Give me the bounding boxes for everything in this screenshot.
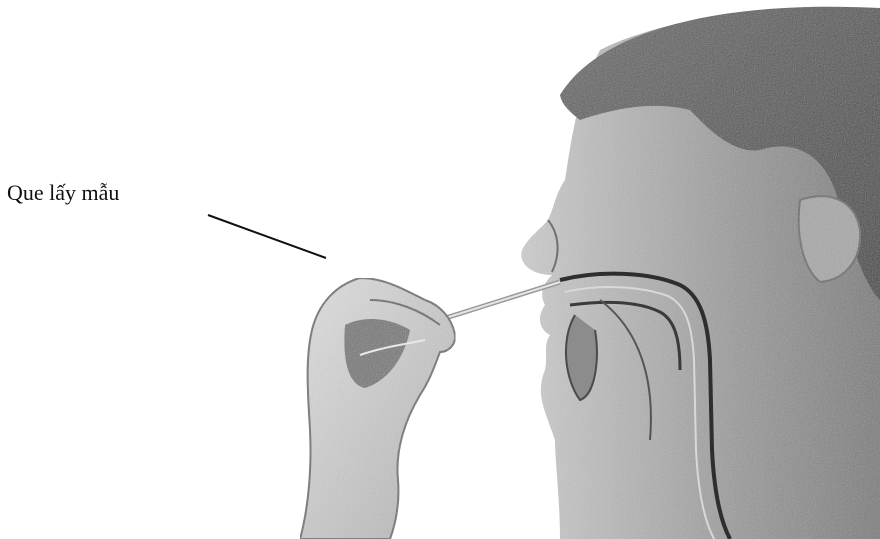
head-profile [521, 7, 880, 539]
swab-label: Que lấy mẫu [7, 180, 119, 206]
hand [300, 278, 455, 539]
label-leader-line [208, 215, 326, 258]
